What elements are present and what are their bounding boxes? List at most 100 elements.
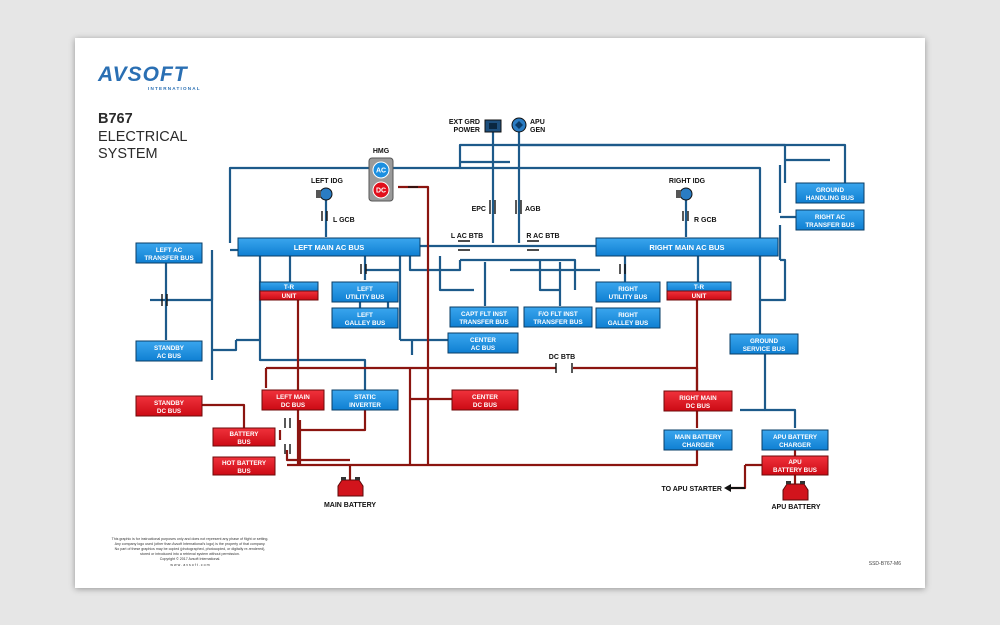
footer-disclaimer: This graphic is for instructional purpos… bbox=[112, 537, 269, 567]
apu-battery: APU BATTERY bbox=[772, 481, 821, 511]
right-tr-unit: T-R UNIT bbox=[666, 281, 732, 301]
svg-text:Any company logo used (other t: Any company logo used (other than Avsoft… bbox=[115, 542, 266, 546]
svg-text:UNIT: UNIT bbox=[282, 293, 297, 300]
svg-text:UTILITY BUS: UTILITY BUS bbox=[346, 294, 385, 301]
svg-text:LEFT AC: LEFT AC bbox=[156, 247, 183, 254]
right-galley-bus: RIGHT GALLEY BUS bbox=[595, 307, 661, 329]
center-ac-bus: CENTER AC BUS bbox=[447, 332, 519, 354]
right-utility-bus: RIGHT UTILITY BUS bbox=[595, 281, 661, 303]
logo-tagline: INTERNATIONAL bbox=[148, 86, 201, 91]
capt-flt-inst-transfer-bus: CAPT FLT INST TRANSFER BUS bbox=[449, 306, 519, 328]
svg-text:CENTER: CENTER bbox=[470, 337, 496, 344]
svg-text:GROUND: GROUND bbox=[816, 187, 844, 194]
left-ac-transfer-bus: LEFT AC TRANSFER BUS bbox=[135, 242, 203, 264]
svg-text:MAIN BATTERY: MAIN BATTERY bbox=[675, 434, 723, 441]
apu-gen: APU GEN bbox=[511, 117, 545, 134]
title-model: B767 bbox=[98, 111, 133, 127]
svg-text:TRANSFER BUS: TRANSFER BUS bbox=[805, 222, 854, 229]
ac-wiring bbox=[150, 132, 847, 428]
svg-text:AC BUS: AC BUS bbox=[157, 353, 181, 360]
drawing-code: SSD-B767-M6 bbox=[869, 561, 901, 567]
svg-text:SERVICE BUS: SERVICE BUS bbox=[743, 346, 786, 353]
title-line-2: SYSTEM bbox=[98, 146, 158, 162]
svg-text:BATTERY BUS: BATTERY BUS bbox=[773, 467, 817, 474]
svg-text:GALLEY BUS: GALLEY BUS bbox=[345, 320, 385, 327]
svg-text:BUS: BUS bbox=[237, 439, 250, 446]
svg-text:CHARGER: CHARGER bbox=[682, 442, 714, 449]
svg-text:HANDLING BUS: HANDLING BUS bbox=[806, 195, 854, 202]
left-utility-bus: LEFT UTILITY BUS bbox=[331, 281, 399, 303]
hmg-ac-label: AC bbox=[376, 168, 386, 175]
left-tr-unit: T-R UNIT bbox=[259, 281, 319, 301]
l-ac-btb-label: L AC BTB bbox=[451, 233, 483, 240]
svg-text:Copyright © 2017 Avsoft Intern: Copyright © 2017 Avsoft International. bbox=[160, 557, 221, 561]
svg-text:STANDBY: STANDBY bbox=[154, 345, 185, 352]
apu-gen-label-2: GEN bbox=[530, 127, 545, 134]
title-line-1: ELECTRICAL bbox=[98, 129, 187, 145]
right-idg: RIGHT IDG bbox=[669, 178, 706, 201]
fo-flt-inst-transfer-bus: F/O FLT INST TRANSFER BUS bbox=[523, 306, 593, 328]
svg-text:BATTERY: BATTERY bbox=[229, 431, 259, 438]
svg-text:LEFT: LEFT bbox=[357, 312, 373, 319]
svg-text:T-R: T-R bbox=[694, 284, 705, 291]
battery-bus: BATTERY BUS bbox=[212, 427, 276, 447]
apu-gen-label-1: APU bbox=[530, 119, 545, 126]
svg-text:GROUND: GROUND bbox=[750, 338, 778, 345]
dc-wiring bbox=[200, 185, 797, 490]
hmg-label: HMG bbox=[373, 148, 390, 155]
r-gcb-label: R GCB bbox=[694, 217, 717, 224]
svg-text:APU BATTERY: APU BATTERY bbox=[773, 434, 818, 441]
apu-battery-charger: APU BATTERY CHARGER bbox=[761, 429, 829, 451]
left-idg: LEFT IDG bbox=[311, 178, 343, 201]
l-gcb-label: L GCB bbox=[333, 217, 355, 224]
svg-text:RIGHT: RIGHT bbox=[618, 312, 638, 319]
svg-text:DC BUS: DC BUS bbox=[281, 402, 305, 409]
svg-text:UTILITY BUS: UTILITY BUS bbox=[609, 294, 648, 301]
svg-text:TRANSFER BUS: TRANSFER BUS bbox=[144, 255, 193, 262]
right-ac-transfer-bus: RIGHT AC TRANSFER BUS bbox=[795, 209, 865, 231]
right-main-ac-bus-label: RIGHT MAIN AC BUS bbox=[649, 243, 724, 252]
ext-grd-label-1: EXT GRD bbox=[449, 119, 480, 126]
left-main-ac-bus-label: LEFT MAIN AC BUS bbox=[294, 243, 365, 252]
svg-text:BUS: BUS bbox=[237, 468, 250, 475]
svg-text:INVERTER: INVERTER bbox=[349, 402, 381, 409]
svg-text:stored or introduced into a re: stored or introduced into a retrieval sy… bbox=[140, 552, 240, 556]
ext-grd-label-2: POWER bbox=[454, 127, 480, 134]
svg-text:AC BUS: AC BUS bbox=[471, 345, 495, 352]
dc-btb-label: DC BTB bbox=[549, 354, 575, 361]
main-battery-charger: MAIN BATTERY CHARGER bbox=[663, 429, 733, 451]
svg-text:RIGHT: RIGHT bbox=[618, 286, 638, 293]
hot-battery-bus: HOT BATTERY BUS bbox=[212, 456, 276, 476]
to-apu-starter-label: TO APU STARTER bbox=[661, 486, 722, 493]
center-dc-bus: CENTER DC BUS bbox=[451, 389, 519, 411]
apu-battery-label: APU BATTERY bbox=[772, 504, 821, 511]
svg-text:GALLEY BUS: GALLEY BUS bbox=[608, 320, 648, 327]
left-main-dc-bus: LEFT MAIN DC BUS bbox=[261, 389, 325, 411]
svg-text:No part of these graphics may: No part of these graphics may be copied … bbox=[115, 547, 266, 551]
svg-text:UNIT: UNIT bbox=[692, 293, 707, 300]
svg-text:STATIC: STATIC bbox=[354, 394, 376, 401]
standby-ac-bus: STANDBY AC BUS bbox=[135, 340, 203, 362]
logo-wordmark: AVSOFT bbox=[97, 63, 189, 86]
svg-text:LEFT: LEFT bbox=[357, 286, 373, 293]
svg-text:TRANSFER BUS: TRANSFER BUS bbox=[459, 319, 508, 326]
epc-label: EPC bbox=[472, 206, 486, 213]
svg-text:DC BUS: DC BUS bbox=[473, 402, 497, 409]
apu-battery-bus: APU BATTERY BUS bbox=[761, 455, 829, 476]
ground-service-bus: GROUND SERVICE BUS bbox=[729, 333, 799, 355]
r-ac-btb-label: R AC BTB bbox=[526, 233, 559, 240]
static-inverter: STATIC INVERTER bbox=[331, 389, 399, 411]
right-main-dc-bus: RIGHT MAIN DC BUS bbox=[663, 390, 733, 412]
svg-text:CHARGER: CHARGER bbox=[779, 442, 811, 449]
to-apu-starter: TO APU STARTER bbox=[661, 484, 745, 493]
svg-text:LEFT MAIN: LEFT MAIN bbox=[276, 394, 310, 401]
footer-website: w w w . a v s o f t . c o m bbox=[170, 563, 209, 567]
left-main-ac-bus: LEFT MAIN AC BUS bbox=[237, 237, 421, 257]
standby-dc-bus: STANDBY DC BUS bbox=[135, 395, 203, 417]
avsoft-logo: AVSOFT INTERNATIONAL bbox=[97, 63, 201, 91]
hmg: HMG AC DC bbox=[368, 148, 394, 202]
breaker-symbols bbox=[161, 186, 689, 454]
ground-handling-bus: GROUND HANDLING BUS bbox=[795, 182, 865, 204]
svg-text:RIGHT MAIN: RIGHT MAIN bbox=[679, 395, 717, 402]
